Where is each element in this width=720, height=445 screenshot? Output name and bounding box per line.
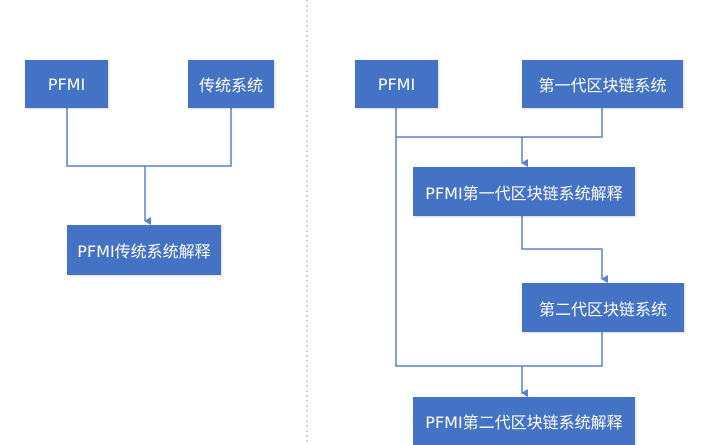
node-right-pfmi: PFMI bbox=[355, 60, 438, 108]
connector-gen1-interpretation-to-gen2 bbox=[521, 216, 608, 283]
node-right-gen2-blockchain: 第二代区块链系统 bbox=[522, 283, 684, 332]
connector-right-pfmi-to-gen1 bbox=[395, 108, 522, 138]
connector-left-traditional bbox=[145, 108, 232, 167]
connector-gen2-down bbox=[522, 332, 603, 367]
connector-right-gen1-down bbox=[522, 108, 603, 138]
node-left-pfmi: PFMI bbox=[25, 60, 108, 108]
node-left-traditional-system: 传统系统 bbox=[188, 60, 274, 108]
node-right-pfmi-gen2-interpretation: PFMI第二代区块链系统解释 bbox=[413, 397, 635, 445]
connector-right-pfmi-long bbox=[395, 137, 522, 367]
connector-left-pfmi bbox=[66, 108, 145, 167]
node-right-gen1-blockchain: 第一代区块链系统 bbox=[522, 60, 683, 108]
node-left-pfmi-traditional-interpretation: PFMI传统系统解释 bbox=[67, 225, 221, 275]
node-right-pfmi-gen1-interpretation: PFMI第一代区块链系统解释 bbox=[413, 167, 635, 216]
